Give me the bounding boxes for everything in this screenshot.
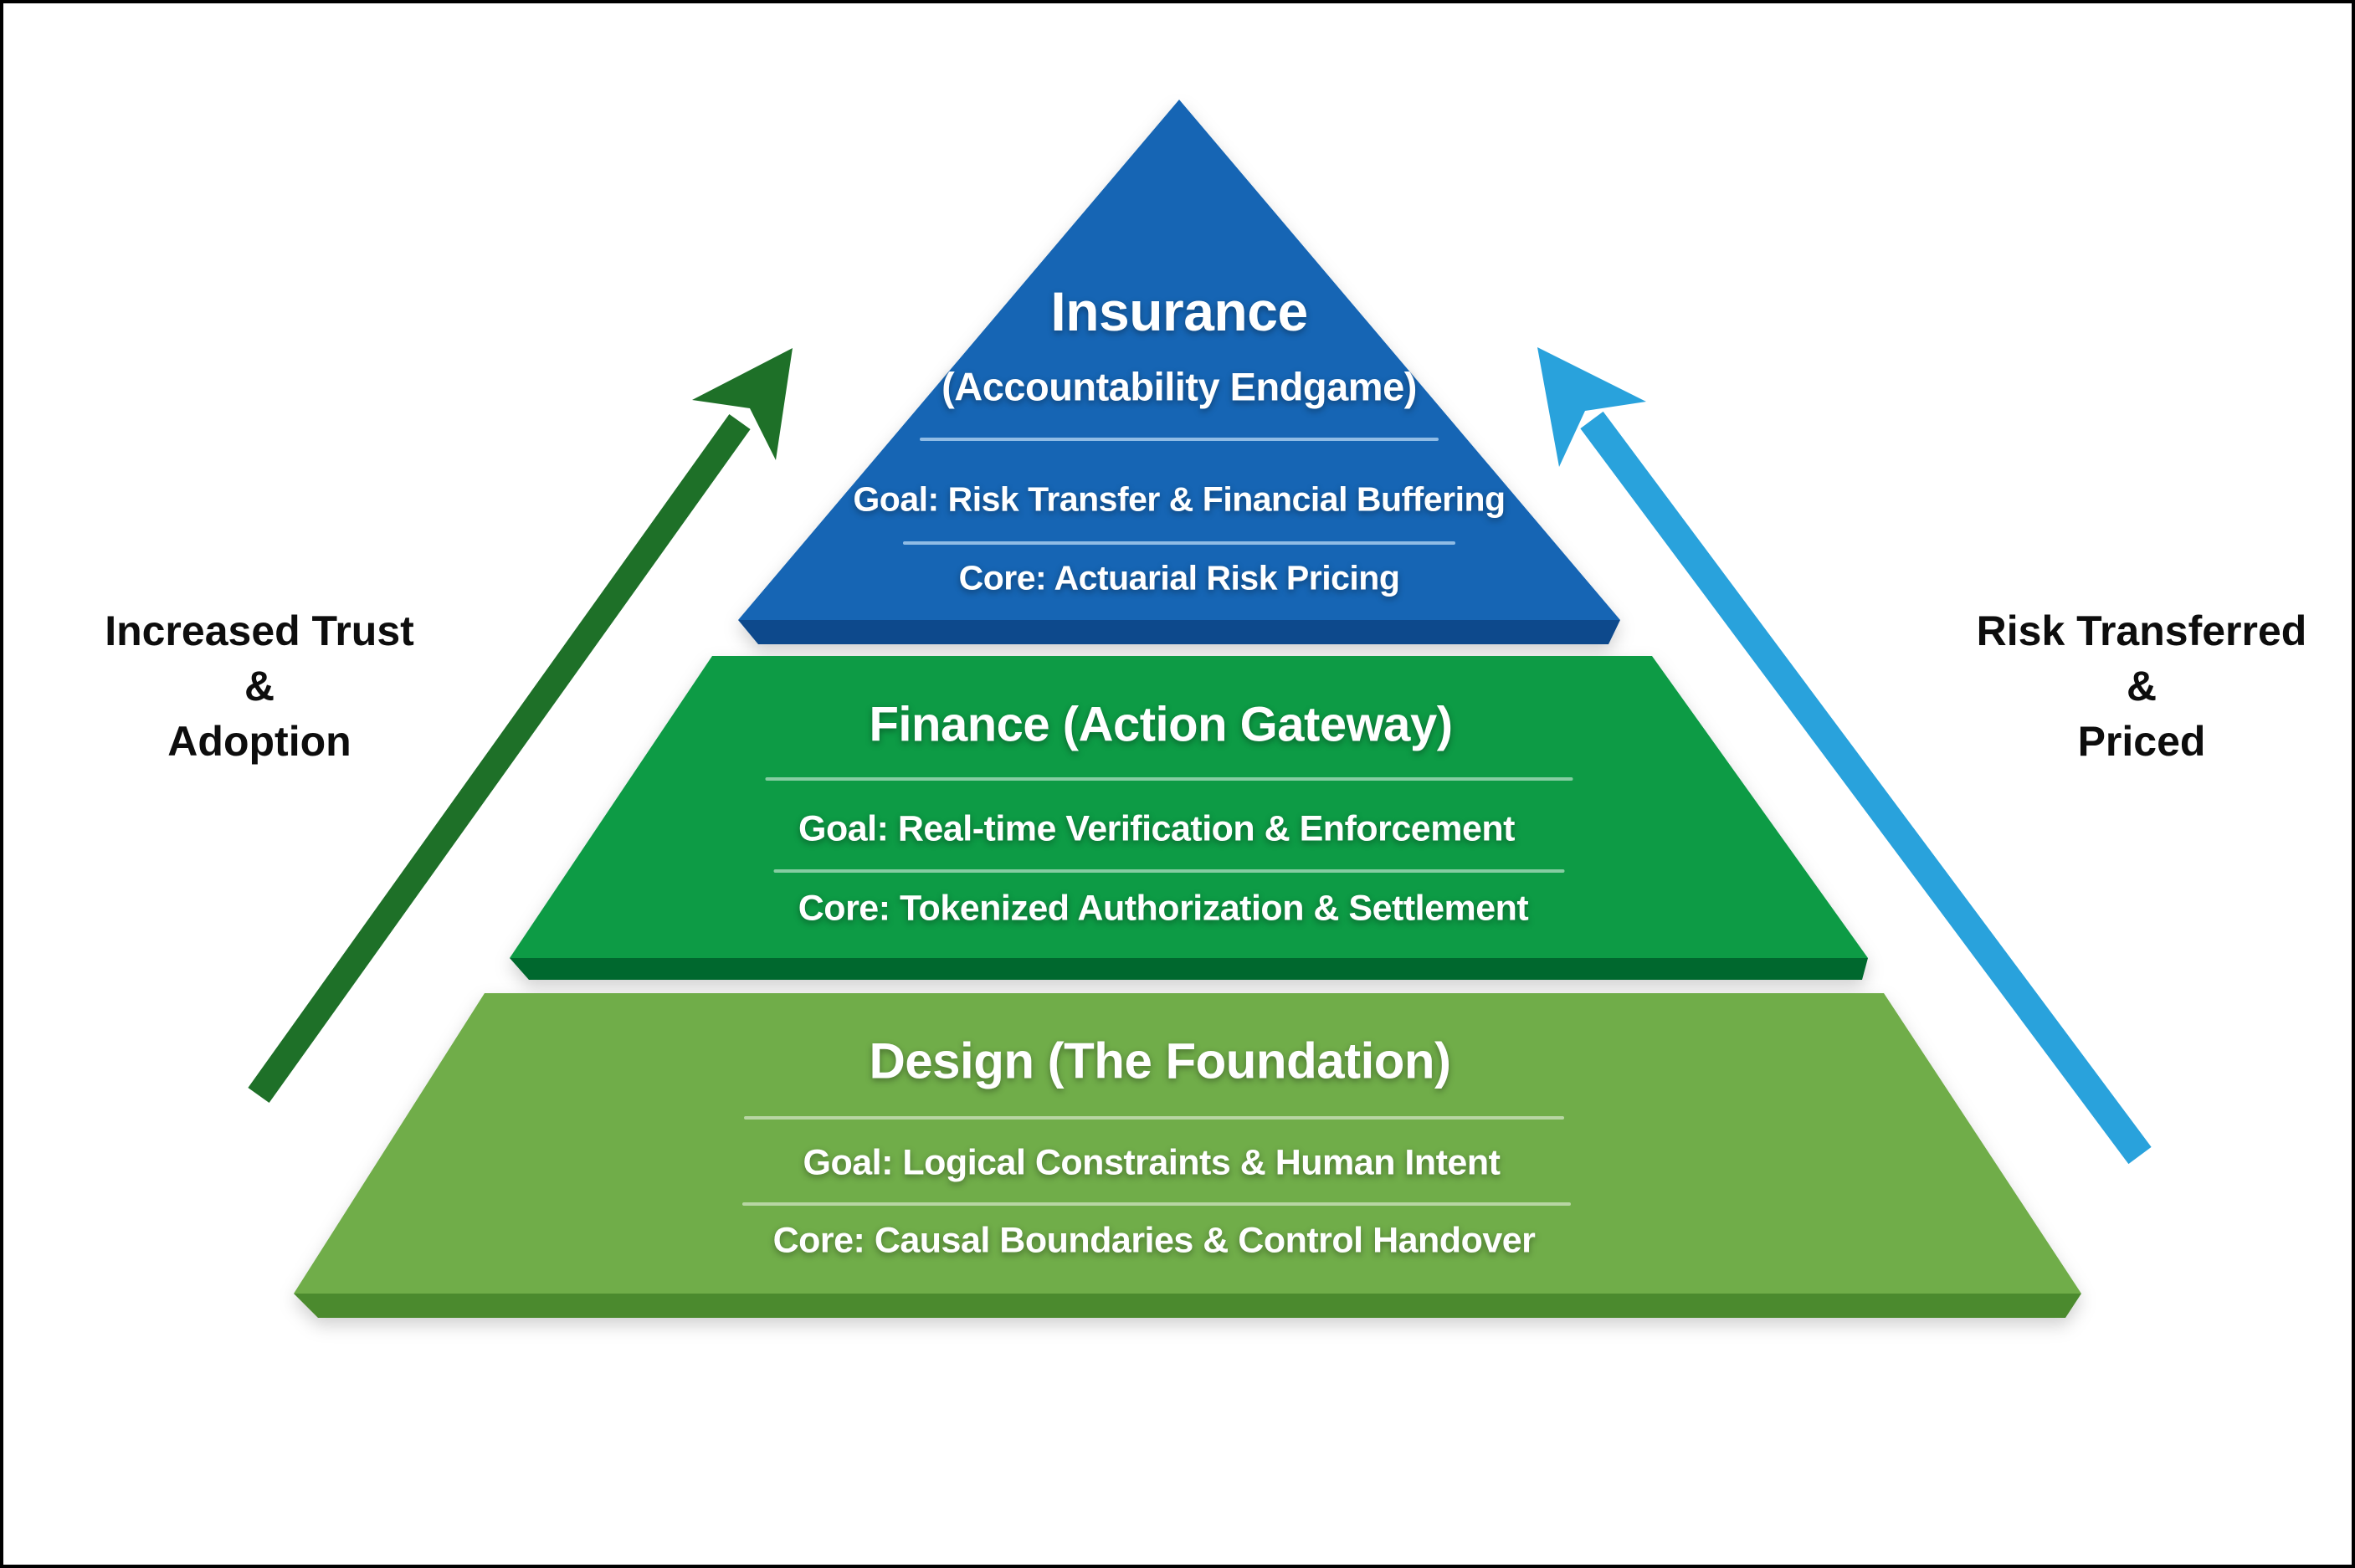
risk-arrow-shaft	[1580, 411, 2152, 1165]
insurance-goal: Goal: Risk Transfer & Financial Bufferin…	[853, 479, 1506, 519]
finance-divider-1	[765, 777, 1573, 781]
level-finance-shape	[510, 656, 1868, 980]
finance-divider-2	[773, 869, 1565, 873]
risk-arrow-head	[1537, 347, 1646, 467]
design-goal: Goal: Logical Constraints & Human Intent	[803, 1142, 1501, 1183]
finance-goal: Goal: Real-time Verification & Enforceme…	[798, 808, 1515, 849]
trust-adoption-label-line3: Adoption	[167, 718, 351, 765]
trust-arrow-shaft	[248, 413, 751, 1104]
finance-title: Finance (Action Gateway)	[869, 697, 1453, 752]
risk-priced-label-line2: &	[2126, 663, 2157, 710]
finance-core: Core: Tokenized Authorization & Settleme…	[798, 888, 1529, 929]
insurance-subtitle: (Accountability Endgame)	[941, 364, 1417, 409]
design-core: Core: Causal Boundaries & Control Handov…	[772, 1220, 1536, 1261]
trust-arrow	[248, 348, 793, 1104]
risk-priced-label: Risk Transferred & Priced	[1977, 603, 2307, 769]
design-divider-2	[742, 1202, 1571, 1206]
risk-priced-label-line1: Risk Transferred	[1976, 607, 2307, 654]
insurance-title: Insurance	[1050, 280, 1308, 342]
insurance-core: Core: Actuarial Risk Pricing	[958, 558, 1400, 597]
level-design-shape	[294, 993, 2081, 1318]
finance-bottom-edge	[510, 958, 1868, 980]
risk-priced-label-line3: Priced	[2077, 718, 2206, 765]
trust-adoption-label: Increased Trust & Adoption	[105, 603, 414, 769]
trust-adoption-label-line1: Increased Trust	[105, 607, 414, 654]
level-insurance-shape	[738, 100, 1620, 644]
insurance-divider-2	[903, 541, 1455, 545]
trust-arrow-head	[692, 348, 793, 460]
trust-adoption-label-line2: &	[244, 663, 275, 710]
insurance-divider-1	[920, 438, 1439, 441]
finance-face	[510, 656, 1868, 958]
insurance-face	[738, 100, 1620, 620]
design-face	[294, 993, 2081, 1294]
design-bottom-edge	[294, 1294, 2081, 1318]
pyramid-graphic	[248, 100, 2152, 1318]
insurance-bottom-edge	[738, 620, 1620, 644]
design-title: Design (The Foundation)	[869, 1033, 1451, 1089]
design-divider-1	[744, 1116, 1564, 1120]
risk-arrow	[1537, 347, 2152, 1165]
